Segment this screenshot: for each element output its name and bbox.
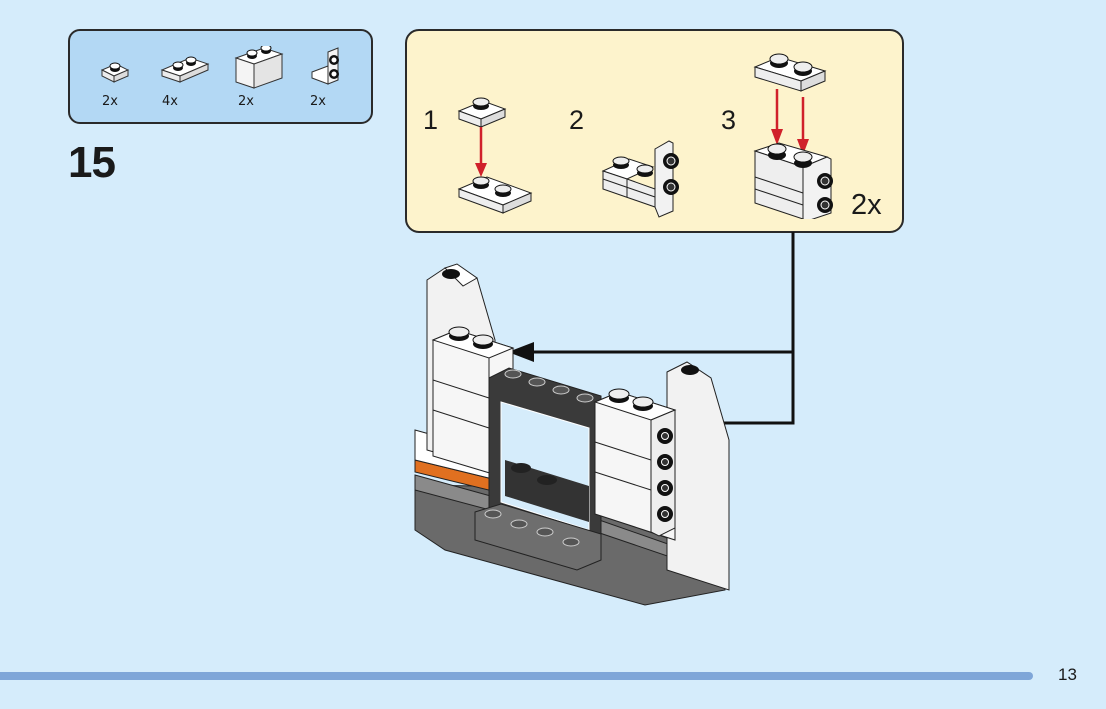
brick-1x2-white-icon [234, 46, 284, 89]
multiplier-label: 2x [851, 189, 882, 221]
parts-list-box: 2x 4x 2x [68, 29, 373, 124]
sub-step-label: 1 [423, 105, 439, 135]
plate-1x2-icon [457, 176, 533, 214]
step-number: 15 [68, 138, 116, 187]
sub-step-label: 2 [569, 105, 585, 135]
part-item: 2x [308, 31, 368, 126]
arrow-left-icon [508, 342, 534, 362]
page-number: 13 [1058, 665, 1077, 684]
footer-progress-bar [0, 672, 1033, 680]
part-item: 2x [94, 31, 154, 126]
part-quantity: 4x [162, 94, 178, 109]
sub-step-3-illustration [753, 53, 833, 219]
part-item: 2x [234, 31, 294, 126]
sub-step-label: 3 [721, 105, 737, 135]
bracket-1x2-2x2-white-icon [311, 47, 339, 85]
plate-1x2-white-icon [160, 56, 210, 83]
part-item: 4x [158, 31, 218, 126]
part-quantity: 2x [102, 94, 118, 109]
main-model-illustration [414, 263, 730, 606]
plate-1x2-icon [753, 53, 827, 92]
part-quantity: 2x [238, 94, 254, 109]
part-quantity: 2x [310, 94, 326, 109]
sub-step-2-illustration [601, 140, 679, 218]
sub-assembly-box: 1 2 3 2x [405, 29, 904, 233]
sub-step-1-illustration [457, 97, 533, 214]
plate-1x1-white-icon [100, 62, 130, 83]
